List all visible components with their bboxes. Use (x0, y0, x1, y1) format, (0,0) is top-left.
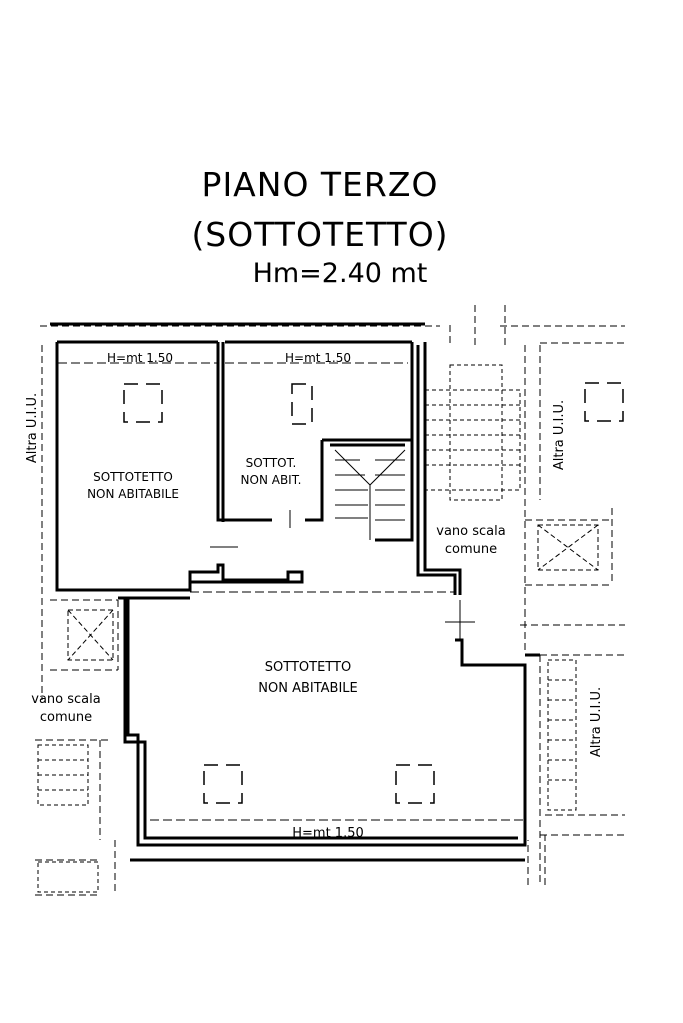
room-left-sublabel: NON ABITABILE (87, 487, 179, 501)
lift-shafts (67, 524, 599, 661)
height-label-mid: H=mt 1.50 (285, 351, 351, 365)
room-left-label: SOTTOTETTO (93, 470, 173, 484)
ceiling-lines (58, 362, 525, 821)
altra-uiu-right-top: Altra U.I.U. (552, 400, 567, 470)
neighbor-stairs (37, 364, 577, 893)
misc-marks (210, 510, 475, 640)
plan-height: Hm=2.40 mt (252, 258, 428, 289)
skylight-windows (123, 382, 624, 804)
vano-right-sublabel: comune (445, 542, 497, 557)
vano-left-label: vano scala (31, 692, 100, 707)
vano-left-sublabel: comune (40, 710, 92, 725)
altra-uiu-left: Altra U.I.U. (25, 393, 40, 463)
context-dashed-lines (35, 305, 625, 896)
plan-subtitle: (SOTTOTETTO) (191, 215, 449, 254)
room-mid-sublabel: NON ABIT. (241, 473, 302, 487)
walls (50, 322, 540, 862)
room-mid-label: SOTTOT. (246, 456, 297, 470)
height-label-left: H=mt 1.50 (107, 351, 173, 365)
vano-right-label: vano scala (436, 524, 505, 539)
plan-title: PIANO TERZO (201, 165, 439, 204)
stair-treads (334, 449, 406, 540)
room-big-label: SOTTOTETTO (265, 660, 351, 675)
room-big-sublabel: NON ABITABILE (258, 681, 358, 696)
altra-uiu-right-bottom: Altra U.I.U. (589, 687, 604, 757)
height-label-bottom: H=mt 1.50 (292, 826, 364, 841)
